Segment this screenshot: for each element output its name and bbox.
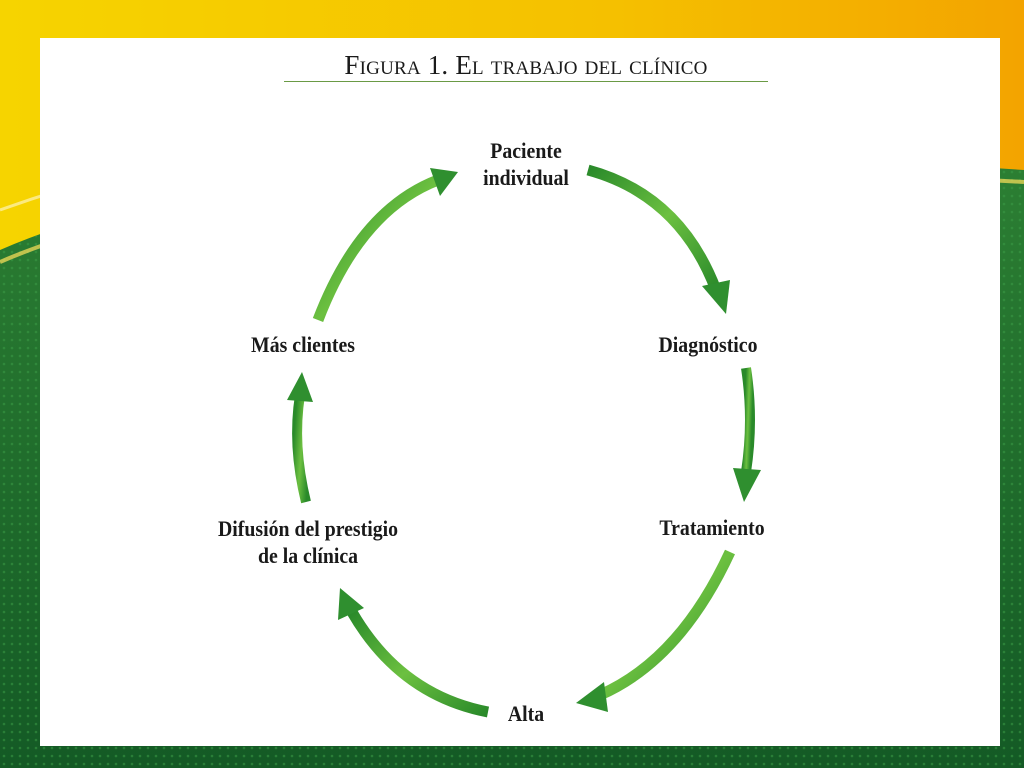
node-label-line: Más clientes	[251, 332, 355, 357]
node-label-line: Tratamiento	[659, 515, 765, 540]
node-label-line: de la clínica	[257, 543, 359, 568]
node-label-line: Paciente	[490, 138, 562, 163]
node-label-line: individual	[483, 165, 569, 190]
node-label-line: Difusión del prestigio	[217, 516, 399, 541]
slide-content-area	[40, 38, 1000, 746]
node-mas-clientes: Más clientes	[236, 331, 371, 358]
arrow-tratamiento-to-alta	[576, 549, 735, 712]
arrow-paciente-to-diagnostico	[586, 164, 730, 314]
title-underline	[284, 81, 768, 82]
node-difusion-prestigio: Difusión del prestigio de la clínica	[200, 515, 416, 569]
arrow-diagnostico-to-tratamiento	[733, 367, 761, 502]
node-alta: Alta	[490, 700, 562, 727]
arrow-mas-clientes-to-paciente	[312, 168, 458, 322]
node-label-line: Alta	[507, 701, 545, 726]
arrow-difusion-to-mas-clientes	[287, 372, 313, 504]
node-tratamiento: Tratamiento	[649, 514, 775, 541]
figure-title: Figura 1. El trabajo del clínico	[344, 50, 708, 80]
arrow-alta-to-difusion	[338, 588, 490, 718]
node-diagnostico: Diagnóstico	[645, 331, 771, 358]
node-paciente-individual: Paciente individual	[463, 137, 589, 191]
node-label-line: Diagnóstico	[658, 332, 758, 357]
